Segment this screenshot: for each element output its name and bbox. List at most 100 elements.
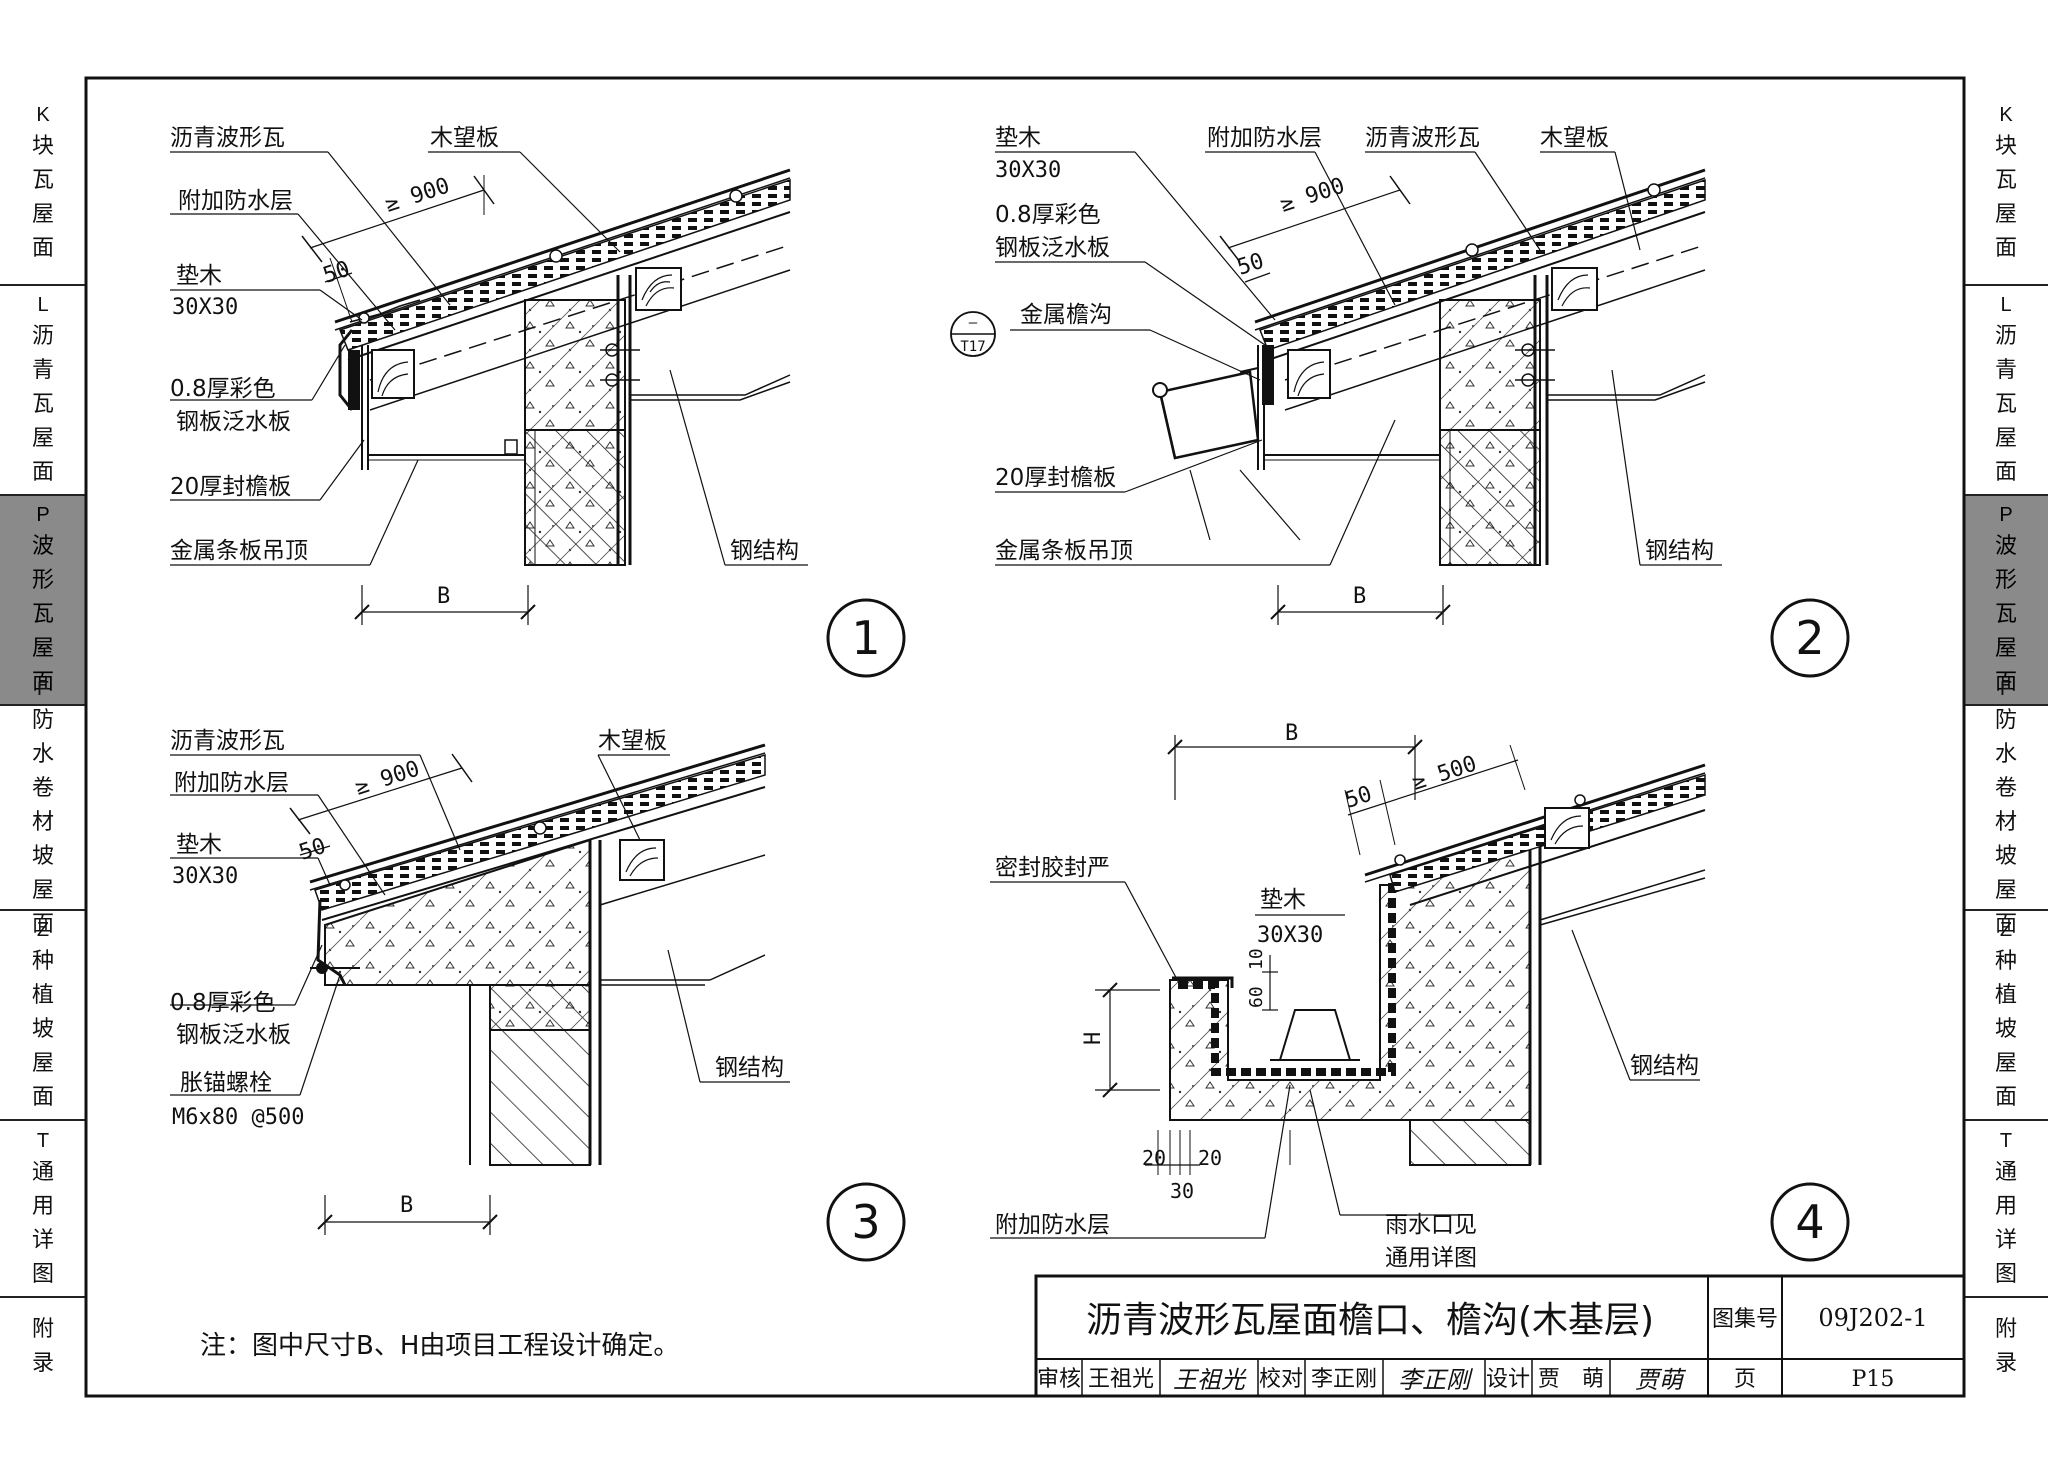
side-tab-char: 瓦 [31,392,54,417]
d2-ceiling-label: 金属条板吊顶 [995,538,1133,564]
side-tab-char: 青 [1994,358,2017,383]
atlas-label: 图集号 [1712,1307,1778,1332]
d2-flashing-line2: 钢板泛水板 [995,235,1110,261]
side-tab-char: 面 [31,1085,54,1110]
atlas-number: 09J202-1 [1818,1304,1927,1332]
side-tab-char: 瓦 [31,167,54,193]
side-tab-code: T [36,1129,50,1152]
side-tab-char: 瓦 [31,602,54,627]
side-tab-char: 面 [1994,911,2017,937]
side-tab-divider [0,909,86,911]
d3-tile-label: 沥青波形瓦 [170,728,285,754]
d4-b-dim: B [1285,721,1298,746]
side-tab-char: 面 [1994,460,2017,485]
side-tab-char: 屋 [31,1051,54,1076]
side-tab-char: 屋 [31,426,54,451]
d3-waterproof-label: 附加防水层 [174,770,289,796]
side-tab-divider [0,704,86,706]
waterproof-layer [339,178,791,351]
side-tab-code: P [1999,504,2013,526]
d1-number-circle [826,598,906,678]
d3-number-circle [826,1182,906,1262]
side-tab-divider [0,1296,86,1298]
d3-b-dim: B [400,1193,413,1218]
d4-waterproof-label: 附加防水层 [995,1212,1110,1238]
side-tab-divider [1964,909,2048,911]
side-tab-char: 附 [1994,1316,2017,1342]
d4-pad-label: 垫木 [1260,887,1306,913]
d4-dim-60: 60 [1246,986,1267,1008]
side-tab-char: 形 [1994,568,2017,593]
masonry-wall [524,429,626,566]
designer-signature: 贾萌 [1635,1366,1687,1394]
side-tab-char: 块 [1994,133,2017,159]
side-tab-char: 防 [1994,707,2017,733]
side-tab-char: 屋 [1994,1051,2017,1076]
designer-name: 贾 萌 [1538,1367,1604,1392]
side-tab-code: K [1999,103,2013,126]
side-tab-divider [1964,704,2048,706]
side-tab-char: 屋 [1994,426,2017,451]
d2-flashing-line1: 0.8厚彩色 [995,202,1101,228]
d1-steel-label: 钢结构 [730,538,799,564]
d3-flashing-line2: 钢板泛水板 [176,1022,291,1048]
side-tab-divider [1964,284,2048,286]
d4-dim-50: 50 [1342,782,1375,814]
d4-h-dim: H [1081,1032,1106,1045]
review-label: 审核 [1037,1367,1081,1392]
d3-steel-label: 钢结构 [715,1055,784,1081]
side-tab-char: 屋 [31,201,54,227]
side-tab-char: 坡 [31,1017,54,1042]
d4-number-circle [1770,1182,1850,1262]
reviewer-name: 王祖光 [1088,1367,1154,1392]
side-tab-char: 面 [31,911,54,937]
side-tab-char: 波 [31,534,54,559]
d4-dim-30: 30 [1170,1179,1194,1203]
d2-waterproof-label: 附加防水层 [1207,125,1322,151]
side-tab-char: 形 [31,568,54,593]
side-tab-char: 瓦 [1994,167,2017,193]
side-tab-char: 水 [31,741,54,767]
side-tab-code: F [1999,677,2013,700]
d4-dim-10: 10 [1246,948,1267,970]
d2-pad-label: 垫木 [995,125,1041,151]
d2-steel-label: 钢结构 [1645,538,1714,564]
d3-board-label: 木望板 [598,728,667,754]
check-label: 校对 [1259,1367,1303,1392]
side-tab-char: 沥 [31,324,54,349]
side-tab-divider [0,1119,86,1121]
side-tab-char: 详 [1994,1227,2017,1253]
side-tab-char: 屋 [1994,636,2017,661]
side-tab-appendix[interactable]: 附录 [0,1297,86,1396]
d2-gutter-label: 金属檐沟 [1020,302,1112,328]
side-tab-char: 面 [31,460,54,485]
d1-board-label: 木望板 [430,125,499,151]
d4-steel-label: 钢结构 [1630,1053,1699,1079]
side-tab-char: 录 [31,1350,54,1376]
side-tab-char: 种 [1994,949,2017,974]
side-tab-appendix[interactable]: 附录 [1964,1297,2048,1396]
d3-pad-label: 垫木 [176,832,222,858]
d4-dim-20b: 20 [1198,1146,1222,1170]
side-tab-code: Z [36,919,50,941]
side-tab-char: 植 [31,983,54,1008]
timber-purlin [635,267,682,311]
d1-dim-900: ≥ 900 [382,173,453,217]
drawing-frame [84,76,1966,1398]
d2-b-dim: B [1353,584,1366,609]
side-tab-char: 屋 [1994,201,2017,227]
d4-drain-line2: 通用详图 [1385,1245,1477,1271]
